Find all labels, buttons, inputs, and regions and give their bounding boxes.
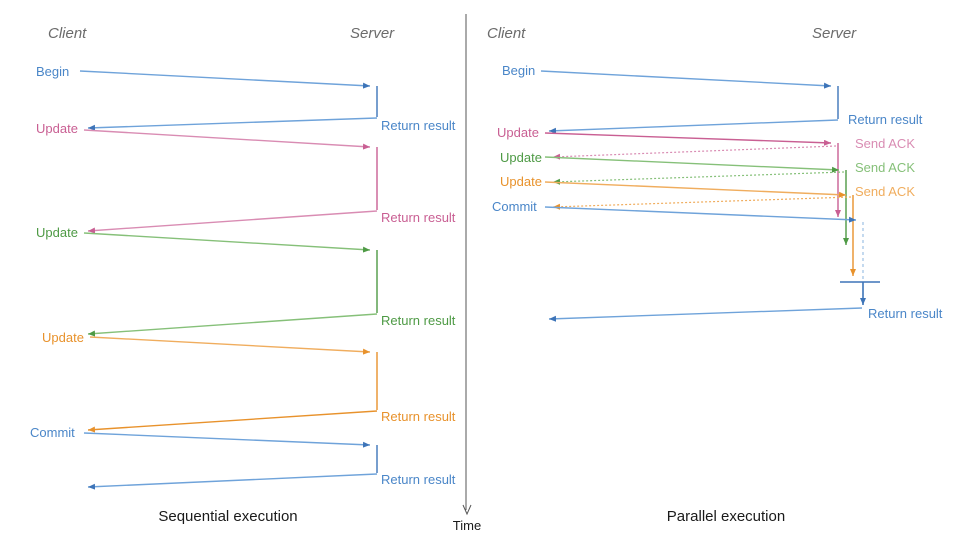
arrow-request-commit-parallel	[544, 206, 857, 223]
label-update-2-parallel: Update	[500, 150, 542, 165]
label-commit-parallel: Commit	[492, 199, 537, 214]
label-update-2: Update	[36, 225, 78, 240]
flow-update-3	[87, 336, 378, 433]
arrow-request-update-3-parallel	[544, 181, 847, 198]
label-begin: Begin	[36, 64, 69, 79]
flow-update-2-parallel	[544, 156, 849, 245]
flow-commit-parallel	[544, 206, 880, 322]
arrow-response-begin	[87, 117, 378, 131]
arrow-request-begin	[79, 70, 371, 89]
flow-begin	[79, 70, 378, 131]
arrow-response-begin-parallel	[548, 119, 839, 134]
label-update-3: Update	[42, 330, 84, 345]
label-return-result-parallel-2: Return result	[868, 306, 943, 321]
arrow-response-update-3	[87, 410, 378, 433]
panel-sequential: Client Server Begin Return result Update…	[30, 25, 456, 525]
label-return-result-3: Return result	[381, 313, 456, 328]
flow-update-1-parallel	[544, 132, 841, 217]
label-send-ack-2: Send ACK	[855, 160, 915, 175]
arrow-request-update-3	[89, 336, 371, 355]
lane-title-client-parallel: Client	[487, 25, 526, 42]
label-update-1: Update	[36, 121, 78, 136]
arrow-response-update-2	[87, 313, 378, 337]
arrow-request-update-1-parallel	[544, 132, 832, 146]
caption-sequential: Sequential execution	[158, 508, 297, 525]
arrow-ack-update-2	[552, 171, 845, 185]
label-return-result-2: Return result	[381, 210, 456, 225]
label-return-result-5: Return result	[381, 472, 456, 487]
arrow-request-begin-parallel	[540, 70, 832, 89]
panel-parallel: Client Server Begin Return result Update…	[487, 25, 943, 525]
arrow-request-commit	[83, 432, 371, 448]
label-return-result-1: Return result	[381, 118, 456, 133]
lane-title-server: Server	[350, 25, 395, 42]
arrow-ack-update-1	[552, 145, 837, 160]
caption-parallel: Parallel execution	[667, 508, 785, 525]
arrow-request-update-2-parallel	[544, 156, 840, 173]
flow-update-2	[83, 232, 378, 337]
arrow-request-update-2	[83, 232, 371, 253]
arrow-response-commit	[87, 473, 378, 490]
arrow-response-commit-parallel	[548, 307, 863, 322]
label-update-3-parallel: Update	[500, 174, 542, 189]
label-commit: Commit	[30, 425, 75, 440]
arrow-request-update-1	[83, 129, 371, 150]
time-axis-arrowhead	[462, 504, 472, 516]
lane-title-client: Client	[48, 25, 87, 42]
flow-begin-parallel	[540, 70, 839, 134]
label-send-ack-1: Send ACK	[855, 136, 915, 151]
flow-update-3-parallel	[544, 181, 856, 276]
label-begin-parallel: Begin	[502, 63, 535, 78]
flow-commit	[83, 432, 378, 490]
flow-update-1	[83, 129, 378, 234]
time-axis-label: Time	[453, 518, 481, 533]
label-return-result-parallel-1: Return result	[848, 112, 923, 127]
lane-title-server-parallel: Server	[812, 25, 857, 42]
label-return-result-4: Return result	[381, 409, 456, 424]
arrow-ack-update-3	[552, 196, 852, 210]
arrow-response-update-1	[87, 210, 378, 234]
label-send-ack-3: Send ACK	[855, 184, 915, 199]
label-update-1-parallel: Update	[497, 125, 539, 140]
